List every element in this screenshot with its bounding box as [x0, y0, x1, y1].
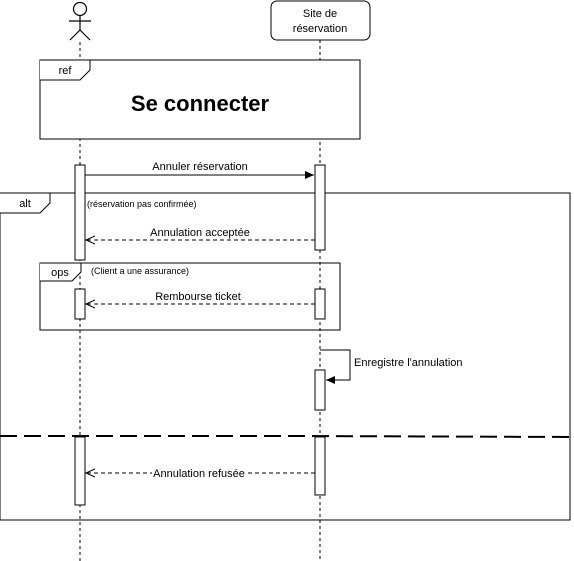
opt-frame-tag-label: ops [51, 267, 69, 279]
system-participant-label-line2: réservation [293, 23, 347, 35]
actor-icon [69, 1, 91, 41]
alt-frame-guard: (réservation pas confirmée) [87, 199, 197, 209]
system-activation-3 [314, 369, 326, 411]
alt-divider [0, 435, 571, 438]
alt-frame-tag-label: alt [19, 198, 31, 210]
system-activation-2 [314, 288, 326, 320]
message-annuler-label: Annuler réservation [152, 161, 247, 173]
ref-frame-tag-label: ref [59, 65, 73, 77]
opt-frame [39, 262, 341, 331]
message-rembourse-label: Rembourse ticket [155, 291, 241, 303]
message-enregistre-label: Enregistre l'annulation [354, 357, 463, 369]
message-acceptee-label: Annulation acceptée [150, 227, 250, 239]
ref-frame-tag [40, 59, 91, 81]
message-refusee-label: Annulation refusée [153, 468, 245, 480]
message-enregistre-arrow [320, 349, 351, 384]
opt-frame-tag [40, 262, 82, 282]
system-participant-label-line1: Site de [303, 8, 337, 20]
actor-activation-2 [74, 288, 86, 320]
ref-frame-title: Se connecter [131, 91, 270, 116]
actor-activation-1 [74, 164, 86, 261]
alt-frame-tag [0, 192, 51, 214]
opt-frame-guard: (Client a une assurance) [91, 266, 189, 276]
system-activation-1 [314, 164, 326, 251]
system-activation-4 [314, 436, 326, 496]
actor-activation-3 [74, 436, 86, 506]
ref-frame [39, 59, 361, 140]
alt-frame [0, 192, 571, 521]
message-refusee-label-bg [152, 465, 246, 479]
